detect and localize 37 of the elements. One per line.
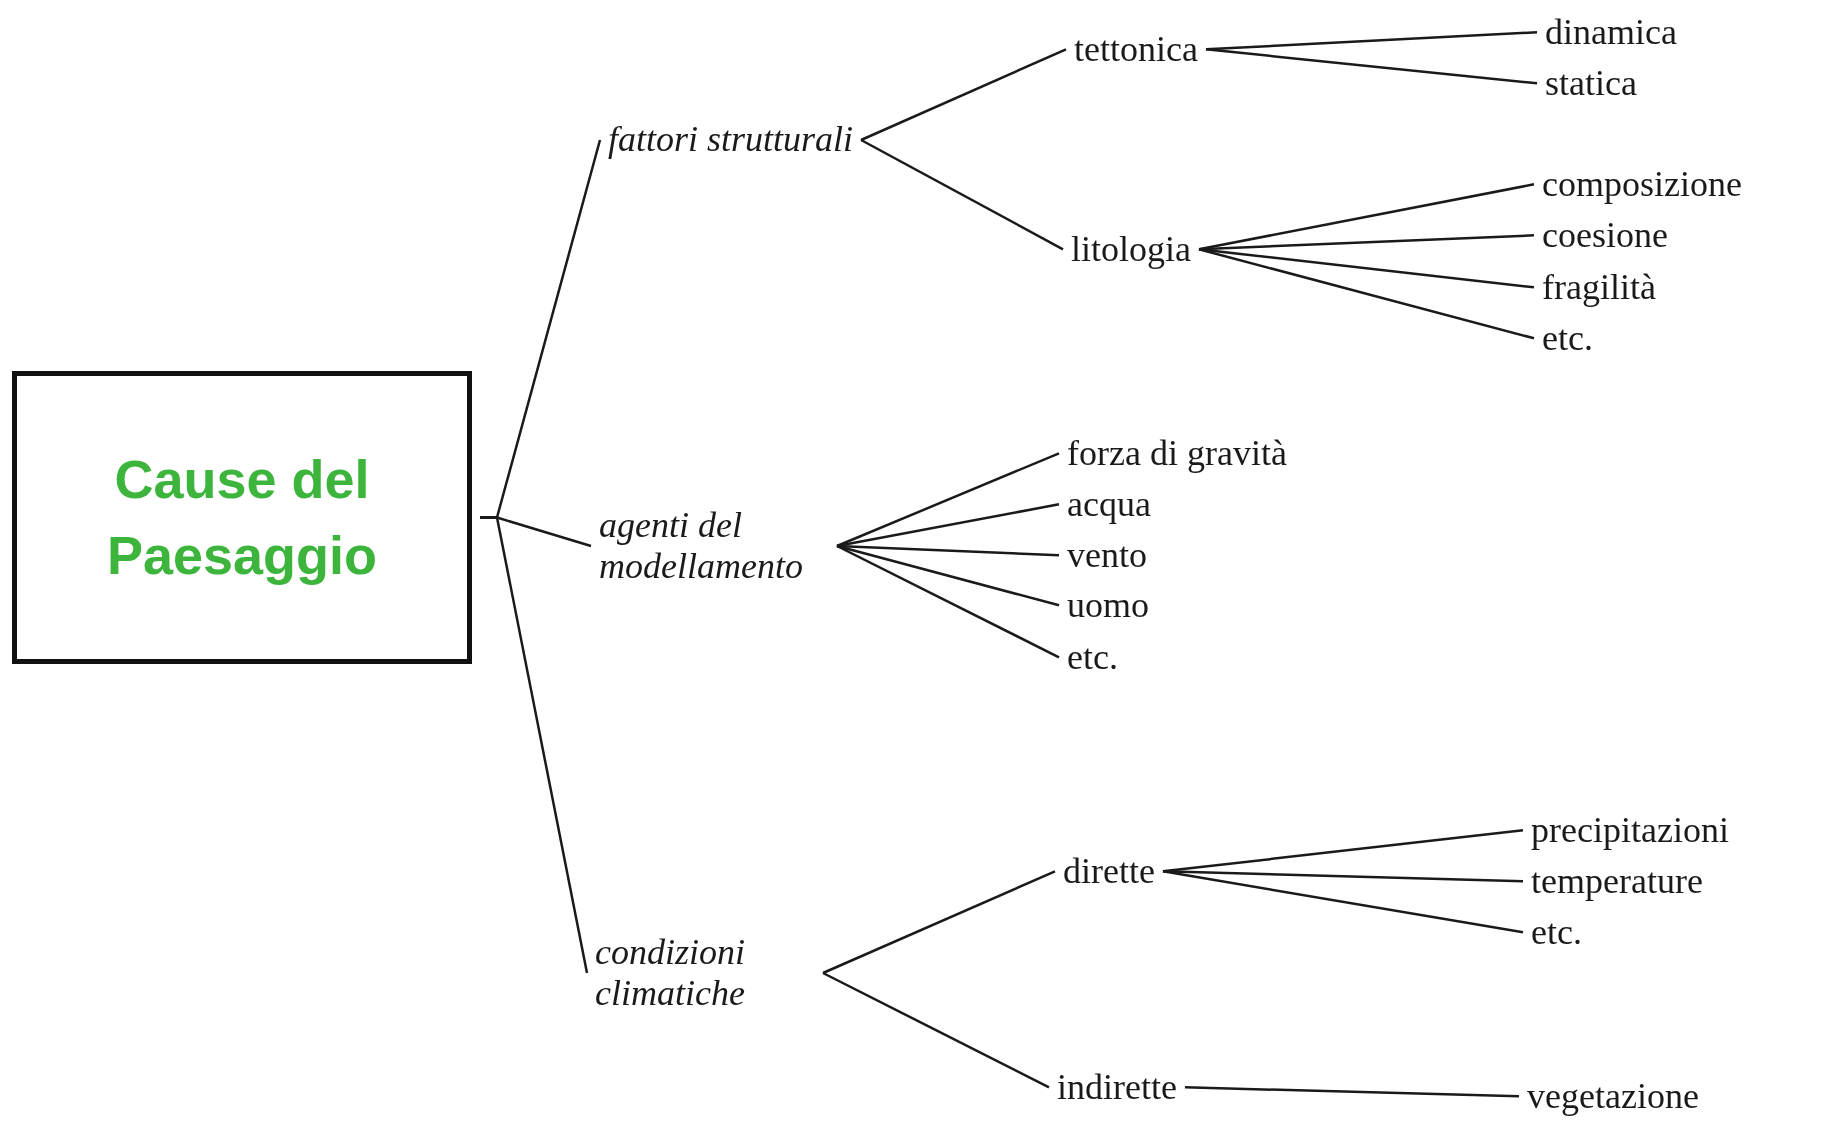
branch-label: tettonica xyxy=(1074,29,1198,71)
branch-label: etc. xyxy=(1531,912,1582,954)
branch-label: etc. xyxy=(1542,318,1593,360)
connector-line xyxy=(822,870,1056,975)
connector-line xyxy=(860,138,1064,251)
branch-label: condizioni climatiche xyxy=(595,931,815,1015)
connector-line xyxy=(836,452,1060,548)
branch-label: etc. xyxy=(1067,637,1118,679)
branch-label: statica xyxy=(1545,63,1637,105)
branch-label: litologia xyxy=(1071,229,1191,271)
connector-line xyxy=(836,544,1060,659)
branch-label: temperature xyxy=(1531,861,1703,903)
branch-label: dirette xyxy=(1063,851,1155,893)
branch-label: dinamica xyxy=(1545,12,1677,54)
connector-line xyxy=(1162,870,1524,934)
connector-line xyxy=(480,516,589,974)
branch-label: composizione xyxy=(1542,164,1742,206)
branch-label: precipitazioni xyxy=(1531,810,1729,852)
connector-line xyxy=(1198,248,1535,340)
branch-label: fattori strutturali xyxy=(608,119,854,161)
branch-label: fragilità xyxy=(1542,267,1656,309)
branch-label: agenti del modellamento xyxy=(599,504,829,588)
connector-line xyxy=(1205,48,1538,85)
connector-line xyxy=(836,544,1060,607)
branch-label: vento xyxy=(1067,535,1147,577)
title-box: Cause del Paesaggio xyxy=(12,371,472,664)
connector-line xyxy=(1198,248,1535,289)
connector-line xyxy=(1184,1086,1520,1098)
connector-line xyxy=(822,971,1050,1089)
branch-label: vegetazione xyxy=(1527,1076,1699,1118)
branch-label: forza di gravità xyxy=(1067,433,1287,475)
connector-line xyxy=(860,48,1067,142)
branch-label: indirette xyxy=(1057,1067,1177,1109)
branch-label: acqua xyxy=(1067,484,1151,526)
connector-line xyxy=(836,503,1060,548)
branch-label: coesione xyxy=(1542,215,1668,257)
branch-label: uomo xyxy=(1067,585,1149,627)
